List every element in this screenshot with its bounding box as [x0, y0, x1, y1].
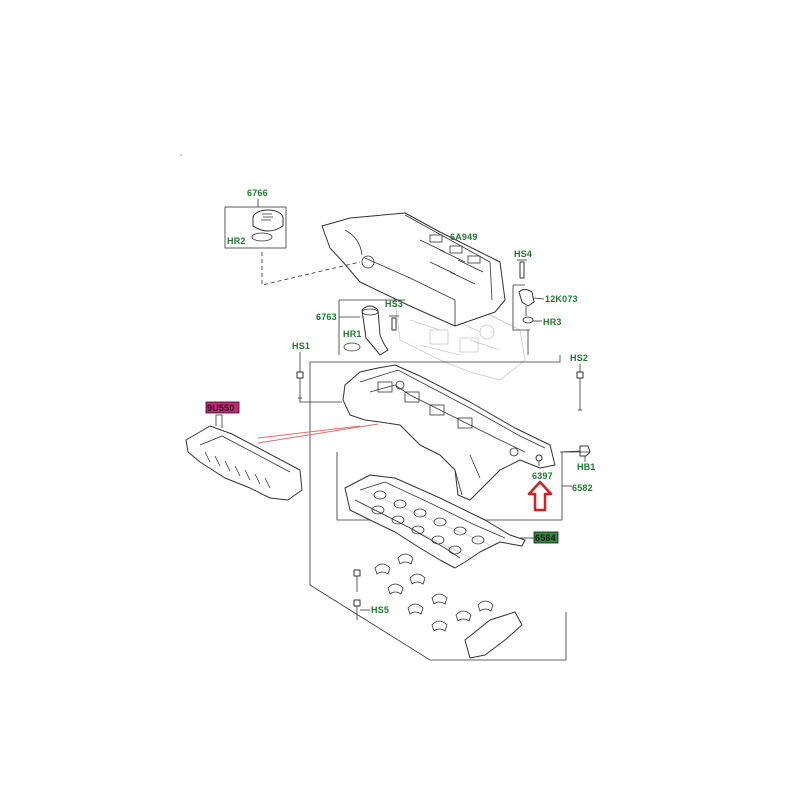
filler-neck-group[interactable]	[338, 299, 405, 356]
cap-leader-dashed	[261, 252, 361, 286]
label-bolt-front: HB1	[577, 462, 596, 472]
bearing-caps[interactable]	[374, 553, 523, 659]
label-filler-neck: 6763	[316, 312, 337, 322]
label-bolt-left: HS1	[292, 341, 310, 351]
sensor-group[interactable]	[512, 259, 535, 355]
valve-cover[interactable]	[342, 364, 556, 501]
bolt-front[interactable]	[559, 445, 591, 457]
label-oil-cap: 6766	[247, 188, 268, 198]
gasket[interactable]	[344, 474, 526, 569]
label-valve-cover-plug: 6397	[532, 471, 553, 481]
label-gasket: 6584	[535, 533, 556, 543]
oil-cap-group[interactable]	[224, 206, 287, 249]
red-arrow-highlight	[527, 480, 553, 512]
engine-cover[interactable]	[321, 212, 506, 327]
label-filler-seal: HR1	[343, 329, 362, 339]
cover-bracket	[336, 451, 590, 521]
label-sensor-bolt: HS4	[514, 249, 532, 259]
bolt-right[interactable]	[576, 371, 584, 411]
label-breather-pipe-highlight: 9U550	[205, 401, 240, 414]
label-oil-cap-seal: HR2	[227, 236, 246, 246]
label-bolt-right: HS2	[570, 353, 588, 363]
label-breather-pipe: 9U550	[207, 403, 235, 413]
label-valve-cover: 6582	[572, 483, 593, 493]
assembly-frame	[309, 355, 567, 661]
label-sensor: 12K073	[545, 294, 578, 304]
breather-pipe[interactable]	[185, 414, 303, 501]
bolt-left[interactable]	[296, 371, 342, 403]
pointer-lines	[257, 423, 379, 444]
label-sensor-seal: HR3	[543, 317, 562, 327]
speck	[180, 154, 182, 156]
cap-bolts[interactable]	[353, 569, 370, 620]
label-filler-bolt: HS3	[385, 299, 403, 309]
label-gasket-highlight: 6584	[533, 531, 559, 544]
label-cap-bolts: HS5	[371, 605, 389, 615]
valve-cover-plug[interactable]	[535, 454, 543, 466]
camshafts	[359, 489, 491, 561]
label-engine-cover: 6A949	[450, 232, 478, 242]
